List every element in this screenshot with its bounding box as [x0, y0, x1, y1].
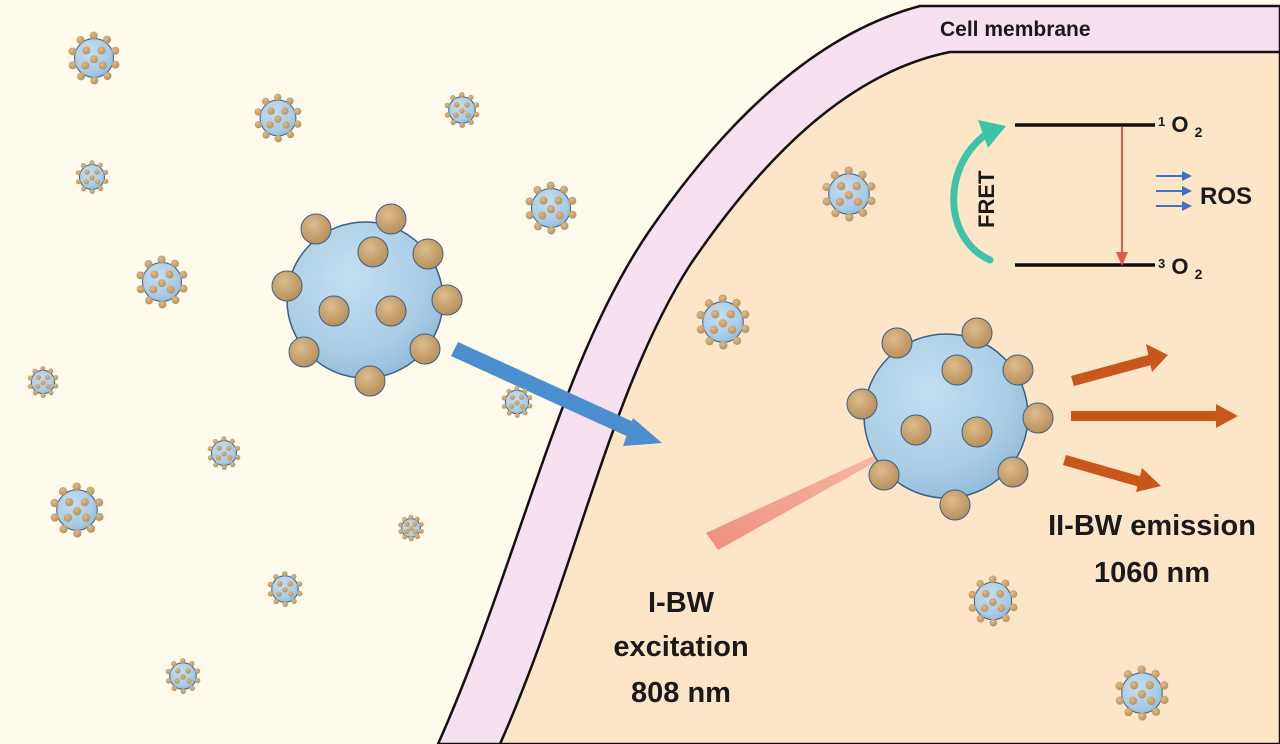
small-nanoparticle	[444, 91, 480, 129]
emission-arrows	[1063, 344, 1238, 492]
small-nanoparticle	[822, 166, 876, 222]
nanoparticle-large-inside	[846, 317, 1054, 521]
singlet-oxygen-sup: 1	[1158, 114, 1165, 129]
uptake-arrow	[451, 342, 662, 446]
small-nanoparticle	[136, 255, 188, 309]
excitation-label-line1: I-BW	[648, 587, 715, 619]
singlet-oxygen-label: 1 O 2	[1158, 106, 1203, 140]
small-nanoparticle	[968, 575, 1018, 627]
transition-arrowhead	[1116, 252, 1128, 266]
fret-label: FRET	[974, 170, 999, 228]
small-nanoparticles	[27, 31, 1169, 721]
excitation-label-line3: 808 nm	[631, 677, 731, 709]
triplet-oxygen-base: O	[1171, 254, 1188, 279]
small-nanoparticle	[501, 386, 533, 418]
nanoparticle-large-outside	[271, 203, 463, 397]
emission-label-line1: II-BW emission	[1048, 510, 1256, 542]
ros-label: ROS	[1200, 183, 1252, 210]
small-nanoparticle	[525, 181, 577, 235]
small-nanoparticle	[165, 657, 201, 695]
triplet-oxygen-sub: 2	[1195, 266, 1203, 282]
membrane-label: Cell membrane	[940, 18, 1091, 41]
excitation-label-line2: excitation	[613, 631, 748, 663]
triplet-oxygen-sup: 3	[1158, 256, 1165, 271]
small-nanoparticle	[398, 514, 424, 542]
triplet-oxygen-label: 3 O 2	[1158, 248, 1203, 282]
small-nanoparticle	[68, 31, 120, 85]
ros-arrows	[1156, 171, 1192, 211]
emission-label-line2: 1060 nm	[1094, 557, 1210, 589]
small-nanoparticle	[1115, 665, 1169, 721]
small-nanoparticle	[696, 294, 750, 350]
small-nanoparticle	[254, 93, 302, 143]
fret-arrow	[950, 131, 994, 264]
small-nanoparticle	[207, 436, 241, 470]
energy-diagram: 1 O 2 3 O 2 FRET ROS	[950, 106, 1252, 282]
small-nanoparticle	[50, 482, 104, 538]
singlet-oxygen-base: O	[1171, 112, 1188, 137]
small-nanoparticle	[75, 160, 109, 194]
singlet-oxygen-sub: 2	[1195, 124, 1203, 140]
small-nanoparticle	[267, 570, 303, 608]
small-nanoparticle	[27, 366, 59, 398]
fret-arrowhead	[978, 120, 1006, 148]
